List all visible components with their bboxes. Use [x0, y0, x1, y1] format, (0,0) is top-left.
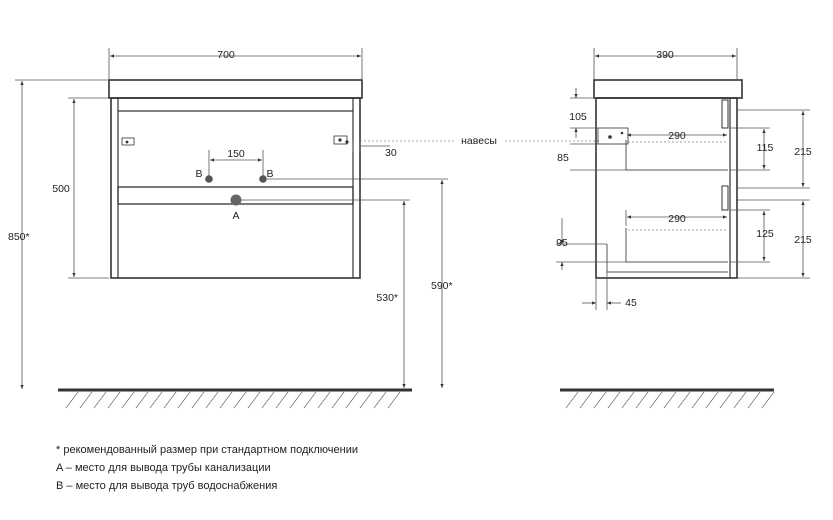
- side-view: [593, 79, 743, 279]
- hatch-stroke: [191, 391, 205, 409]
- front-total-height-value: 850*: [8, 231, 30, 243]
- hatch-stroke: [345, 391, 359, 409]
- hatch-stroke: [177, 391, 191, 409]
- hatch-stroke: [317, 391, 331, 409]
- hatch-stroke: [607, 391, 621, 409]
- lower-drawer-front-handle: [721, 185, 729, 211]
- supply-right-label: B: [266, 168, 273, 180]
- hatch-stroke: [289, 391, 303, 409]
- hatch-stroke: [163, 391, 177, 409]
- side-countertop: [593, 79, 743, 99]
- side-top-offset-value: 105: [569, 111, 587, 123]
- hatch-stroke: [303, 391, 317, 409]
- hatch-stroke: [107, 391, 121, 409]
- hatch-stroke: [635, 391, 649, 409]
- hatch-stroke: [135, 391, 149, 409]
- hatch-stroke: [93, 391, 107, 409]
- hatch-stroke: [331, 391, 345, 409]
- hatch-stroke: [705, 391, 719, 409]
- hatch-stroke: [579, 391, 593, 409]
- lower-drawer-height-value: 125: [756, 228, 774, 240]
- side-hinge-dot: [608, 135, 612, 139]
- upper-drawer-depth-value: 290: [668, 130, 686, 142]
- hinge-bracket-right: [333, 135, 348, 145]
- hatch-stroke: [121, 391, 135, 409]
- hatch-stroke: [691, 391, 705, 409]
- drain-label: A: [232, 210, 239, 222]
- lower-front-height-value: 215: [794, 234, 812, 246]
- front-width-value: 700: [217, 49, 235, 61]
- drain-height-value: 530*: [376, 292, 398, 304]
- water-supply-point-left: [205, 175, 213, 183]
- hatch-stroke: [621, 391, 635, 409]
- back-offset-value: 45: [625, 297, 637, 309]
- hinges-label: навесы: [461, 135, 497, 147]
- hatch-stroke: [565, 391, 579, 409]
- hatch-stroke: [205, 391, 219, 409]
- hatch-stroke: [359, 391, 373, 409]
- hatch-stroke: [79, 391, 93, 409]
- note-recommended: * рекомендованный размер при стандартном…: [56, 444, 358, 456]
- hatch-stroke: [593, 391, 607, 409]
- front-view: [108, 79, 363, 279]
- upper-front-height-value: 215: [794, 146, 812, 158]
- hatch-stroke: [233, 391, 247, 409]
- upper-drawer-height-value: 115: [757, 142, 774, 154]
- hinge-offset-value: 30: [385, 147, 397, 159]
- upper-drawer-front-handle: [721, 99, 729, 129]
- note-drain: A – место для вывода трубы канализации: [56, 462, 271, 474]
- hatch-stroke: [677, 391, 691, 409]
- front-cabinet-body: [110, 97, 361, 279]
- note-supply: B – место для вывода труб водоснабжения: [56, 480, 278, 492]
- hinge-bracket-left: [121, 137, 135, 146]
- hatch-stroke: [275, 391, 289, 409]
- hatch-stroke: [65, 391, 79, 409]
- side-floor-hatch: [565, 391, 775, 409]
- legend-notes: * рекомендованный размер при стандартном…: [56, 444, 358, 498]
- hinge-dot-left: [125, 140, 129, 144]
- side-hinge-gap-value: 85: [557, 152, 569, 164]
- hatch-stroke: [387, 391, 401, 409]
- side-cabinet-body: [595, 97, 738, 279]
- side-hinge-dot-2: [620, 131, 624, 135]
- hatch-stroke: [719, 391, 733, 409]
- front-floor-hatch: [65, 391, 401, 409]
- bottom-offset-value: 95: [556, 237, 568, 249]
- supply-left-label: B: [195, 168, 202, 180]
- hatch-stroke: [261, 391, 275, 409]
- hatch-stroke: [649, 391, 663, 409]
- hatch-stroke: [761, 391, 775, 409]
- supply-height-value: 590*: [431, 280, 453, 292]
- supply-spacing-value: 150: [227, 148, 245, 160]
- hinge-dot-right-2: [345, 140, 349, 144]
- lower-drawer-depth-value: 290: [668, 213, 686, 225]
- front-countertop: [108, 79, 363, 99]
- hatch-stroke: [373, 391, 387, 409]
- side-hinge-bracket: [597, 127, 629, 145]
- hatch-stroke: [149, 391, 163, 409]
- front-height-value: 500: [52, 183, 70, 195]
- side-depth-value: 390: [656, 49, 674, 61]
- hatch-stroke: [663, 391, 677, 409]
- water-supply-point-right: [259, 175, 267, 183]
- hatch-stroke: [747, 391, 761, 409]
- drain-point: [230, 194, 242, 206]
- hatch-stroke: [219, 391, 233, 409]
- hatch-stroke: [733, 391, 747, 409]
- hatch-stroke: [247, 391, 261, 409]
- hinge-dot-right: [338, 138, 342, 142]
